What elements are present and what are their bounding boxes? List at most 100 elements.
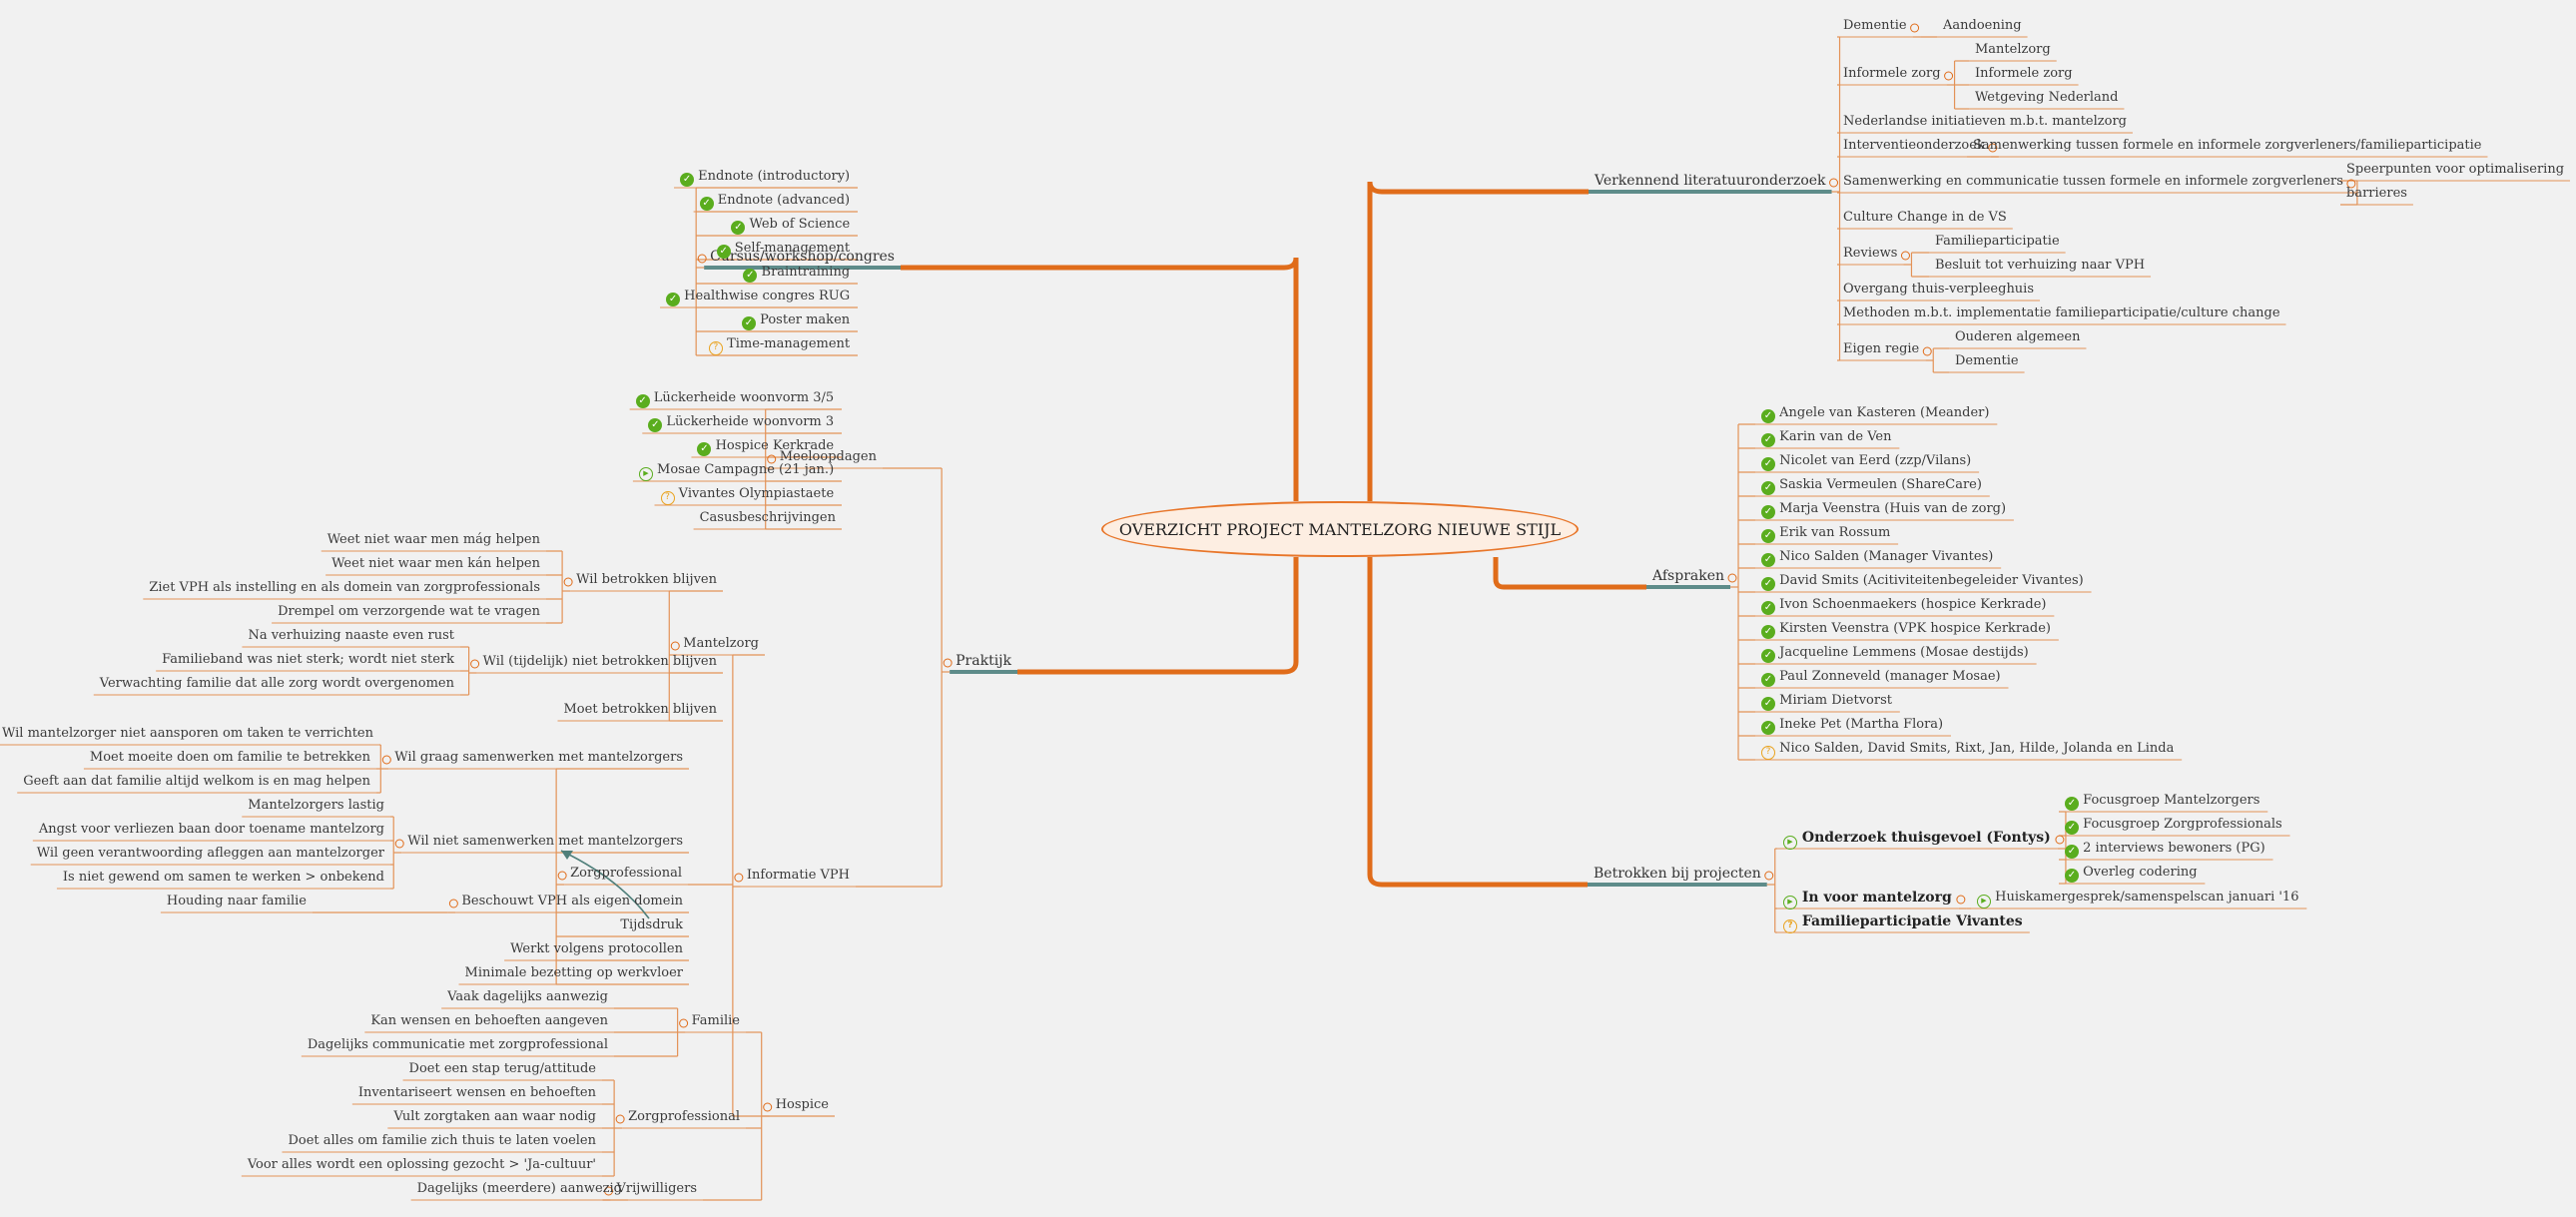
node-51[interactable]: ✓ Self-management xyxy=(716,240,850,259)
node-7[interactable]: Nederlandse initiatieven m.b.t. mantelzo… xyxy=(1843,113,2127,131)
node-85[interactable]: Is niet gewend om samen te werken > onbe… xyxy=(63,869,384,887)
node-2[interactable]: Aandoening xyxy=(1943,17,2022,35)
node-53[interactable]: ✓ Healthwise congres RUG xyxy=(666,288,850,306)
node-56[interactable]: Praktijk xyxy=(956,652,1011,670)
node-60[interactable]: ✓ Hospice Kerkrade xyxy=(697,437,834,456)
node-98[interactable]: Inventariseert wensen en behoeften xyxy=(358,1084,596,1102)
node-13[interactable]: Culture Change in de VS xyxy=(1843,209,2007,227)
node-101[interactable]: Voor alles wordt een oplossing gezocht >… xyxy=(248,1156,596,1174)
node-22[interactable]: Afspraken xyxy=(1652,567,1724,585)
collapse-toggle[interactable] xyxy=(1922,346,1932,356)
node-6[interactable]: Wetgeving Nederland xyxy=(1975,89,2118,107)
collapse-toggle[interactable] xyxy=(697,254,707,264)
node-34[interactable]: ✓ Paul Zonneveld (manager Mosae) xyxy=(1761,668,2001,687)
node-96[interactable]: Zorgprofessional xyxy=(628,1108,740,1126)
node-27[interactable]: ✓ Marja Veenstra (Huis van de zorg) xyxy=(1761,500,2006,519)
node-49[interactable]: ✓ Endnote (advanced) xyxy=(699,192,850,211)
node-48[interactable]: ✓ Endnote (introductory) xyxy=(680,168,850,187)
node-24[interactable]: ✓ Karin van de Ven xyxy=(1761,428,1892,447)
node-79[interactable]: Moet moeite doen om familie te betrekken xyxy=(90,749,370,767)
node-65[interactable]: Mantelzorg xyxy=(683,635,759,653)
node-5[interactable]: Informele zorg xyxy=(1975,65,2073,83)
node-23[interactable]: ✓ Angele van Kasteren (Meander) xyxy=(1761,404,1989,423)
node-31[interactable]: ✓ Ivon Schoenmaekers (hospice Kerkrade) xyxy=(1761,596,2047,615)
node-81[interactable]: Wil niet samenwerken met mantelzorgers xyxy=(407,833,683,851)
collapse-toggle[interactable] xyxy=(1764,871,1774,881)
node-95[interactable]: Dagelijks communicatie met zorgprofessio… xyxy=(308,1036,608,1054)
node-83[interactable]: Angst voor verliezen baan door toename m… xyxy=(39,821,384,839)
node-41[interactable]: ✓ Focusgroep Zorgprofessionals xyxy=(2065,816,2282,835)
node-67[interactable]: Weet niet waar men mág helpen xyxy=(327,531,540,549)
node-35[interactable]: ✓ Miriam Dietvorst xyxy=(1761,692,1892,711)
collapse-toggle[interactable] xyxy=(563,577,573,587)
node-54[interactable]: ✓ Poster maken xyxy=(741,311,850,330)
collapse-toggle[interactable] xyxy=(1956,895,1966,905)
node-63[interactable]: Casusbeschrijvingen xyxy=(700,509,836,527)
node-66[interactable]: Wil betrokken blijven xyxy=(576,571,717,589)
collapse-toggle[interactable] xyxy=(943,658,953,668)
node-89[interactable]: Werkt volgens protocollen xyxy=(510,940,683,958)
collapse-toggle[interactable] xyxy=(557,871,567,881)
node-69[interactable]: Ziet VPH als instelling en als domein va… xyxy=(149,579,540,597)
node-50[interactable]: ✓ Web of Science xyxy=(731,216,850,235)
node-102[interactable]: Vrijwilligers xyxy=(617,1180,697,1198)
node-82[interactable]: Mantelzorgers lastig xyxy=(248,797,384,815)
node-29[interactable]: ✓ Nico Salden (Manager Vivantes) xyxy=(1761,548,1993,567)
collapse-toggle[interactable] xyxy=(381,755,391,765)
node-30[interactable]: ✓ David Smits (Acitiviteitenbegeleider V… xyxy=(1761,572,2084,591)
collapse-toggle[interactable] xyxy=(1900,251,1910,261)
node-33[interactable]: ✓ Jacqueline Lemmens (Mosae destijds) xyxy=(1761,644,2029,663)
collapse-toggle[interactable] xyxy=(1727,573,1737,583)
collapse-toggle[interactable] xyxy=(1910,23,1920,33)
node-80[interactable]: Geeft aan dat familie altijd welkom is e… xyxy=(23,773,370,791)
node-75[interactable]: Moet betrokken blijven xyxy=(564,701,718,719)
node-9[interactable]: Samenwerking tussen formele en informele… xyxy=(1973,137,2481,155)
node-20[interactable]: Ouderen algemeen xyxy=(1955,328,2080,346)
collapse-toggle[interactable] xyxy=(1829,178,1839,188)
node-25[interactable]: ✓ Nicolet van Eerd (zzp/Vilans) xyxy=(1761,452,1971,471)
node-52[interactable]: ✓ Braintraining xyxy=(743,264,850,283)
node-42[interactable]: ✓ 2 interviews bewoners (PG) xyxy=(2065,840,2265,859)
node-45[interactable]: ▶ Huiskamergesprek/samenspelscan januari… xyxy=(1977,889,2298,909)
collapse-toggle[interactable] xyxy=(615,1114,625,1124)
node-40[interactable]: ✓ Focusgroep Mantelzorgers xyxy=(2065,792,2259,811)
collapse-toggle[interactable] xyxy=(1944,71,1954,81)
node-74[interactable]: Verwachting familie dat alle zorg wordt … xyxy=(100,675,454,693)
node-58[interactable]: ✓ Lückerheide woonvorm 3/5 xyxy=(635,389,834,408)
node-100[interactable]: Doet alles om familie zich thuis te late… xyxy=(288,1132,596,1150)
node-59[interactable]: ✓ Lückerheide woonvorm 3 xyxy=(648,413,834,432)
node-32[interactable]: ✓ Kirsten Veenstra (VPK hospice Kerkrade… xyxy=(1761,620,2051,639)
node-12[interactable]: barrieres xyxy=(2346,185,2407,203)
node-103[interactable]: Dagelijks (meerdere) aanwezig xyxy=(417,1180,622,1198)
node-73[interactable]: Familieband was niet sterk; wordt niet s… xyxy=(162,651,454,669)
collapse-toggle[interactable] xyxy=(394,839,404,849)
central-topic[interactable]: OVERZICHT PROJECT MANTELZORG NIEUWE STIJ… xyxy=(1101,501,1579,557)
node-68[interactable]: Weet niet waar men kán helpen xyxy=(331,555,540,573)
node-64[interactable]: Informatie VPH xyxy=(747,867,850,885)
collapse-toggle[interactable] xyxy=(734,873,744,883)
node-57[interactable]: Meeloopdagen xyxy=(780,448,877,466)
collapse-toggle[interactable] xyxy=(679,1018,689,1028)
node-77[interactable]: Wil graag samenwerken met mantelzorgers xyxy=(394,749,683,767)
node-62[interactable]: ? Vivantes Olympiastaete xyxy=(660,485,834,505)
node-16[interactable]: Besluit tot verhuizing naar VPH xyxy=(1935,257,2145,275)
node-61[interactable]: ▶ Mosae Campagne (21 jan.) xyxy=(638,461,834,481)
node-37[interactable]: ? Nico Salden, David Smits, Rixt, Jan, H… xyxy=(1761,740,2174,760)
node-3[interactable]: Informele zorg xyxy=(1843,65,1941,83)
node-84[interactable]: Wil geen verantwoording afleggen aan man… xyxy=(37,845,384,863)
node-21[interactable]: Dementie xyxy=(1955,352,2019,370)
node-10[interactable]: Samenwerking en communicatie tussen form… xyxy=(1843,173,2343,191)
node-38[interactable]: Betrokken bij projecten xyxy=(1594,865,1761,883)
node-78[interactable]: Wil mantelzorger niet aansporen om taken… xyxy=(2,725,373,743)
node-94[interactable]: Kan wensen en behoeften aangeven xyxy=(370,1012,608,1030)
node-47[interactable]: Cursus/workshop/congres xyxy=(710,248,895,266)
node-39[interactable]: ▶ Onderzoek thuisgevoel (Fontys) xyxy=(1783,829,2051,850)
node-76[interactable]: Zorgprofessional xyxy=(570,865,682,883)
node-8[interactable]: Interventieonderzoek xyxy=(1843,137,1985,155)
node-71[interactable]: Wil (tijdelijk) niet betrokken blijven xyxy=(483,653,717,671)
node-18[interactable]: Methoden m.b.t. implementatie familiepar… xyxy=(1843,304,2280,322)
node-91[interactable]: Hospice xyxy=(776,1096,829,1114)
node-86[interactable]: Beschouwt VPH als eigen domein xyxy=(461,893,683,911)
node-4[interactable]: Mantelzorg xyxy=(1975,41,2051,59)
node-90[interactable]: Minimale bezetting op werkvloer xyxy=(465,964,683,982)
